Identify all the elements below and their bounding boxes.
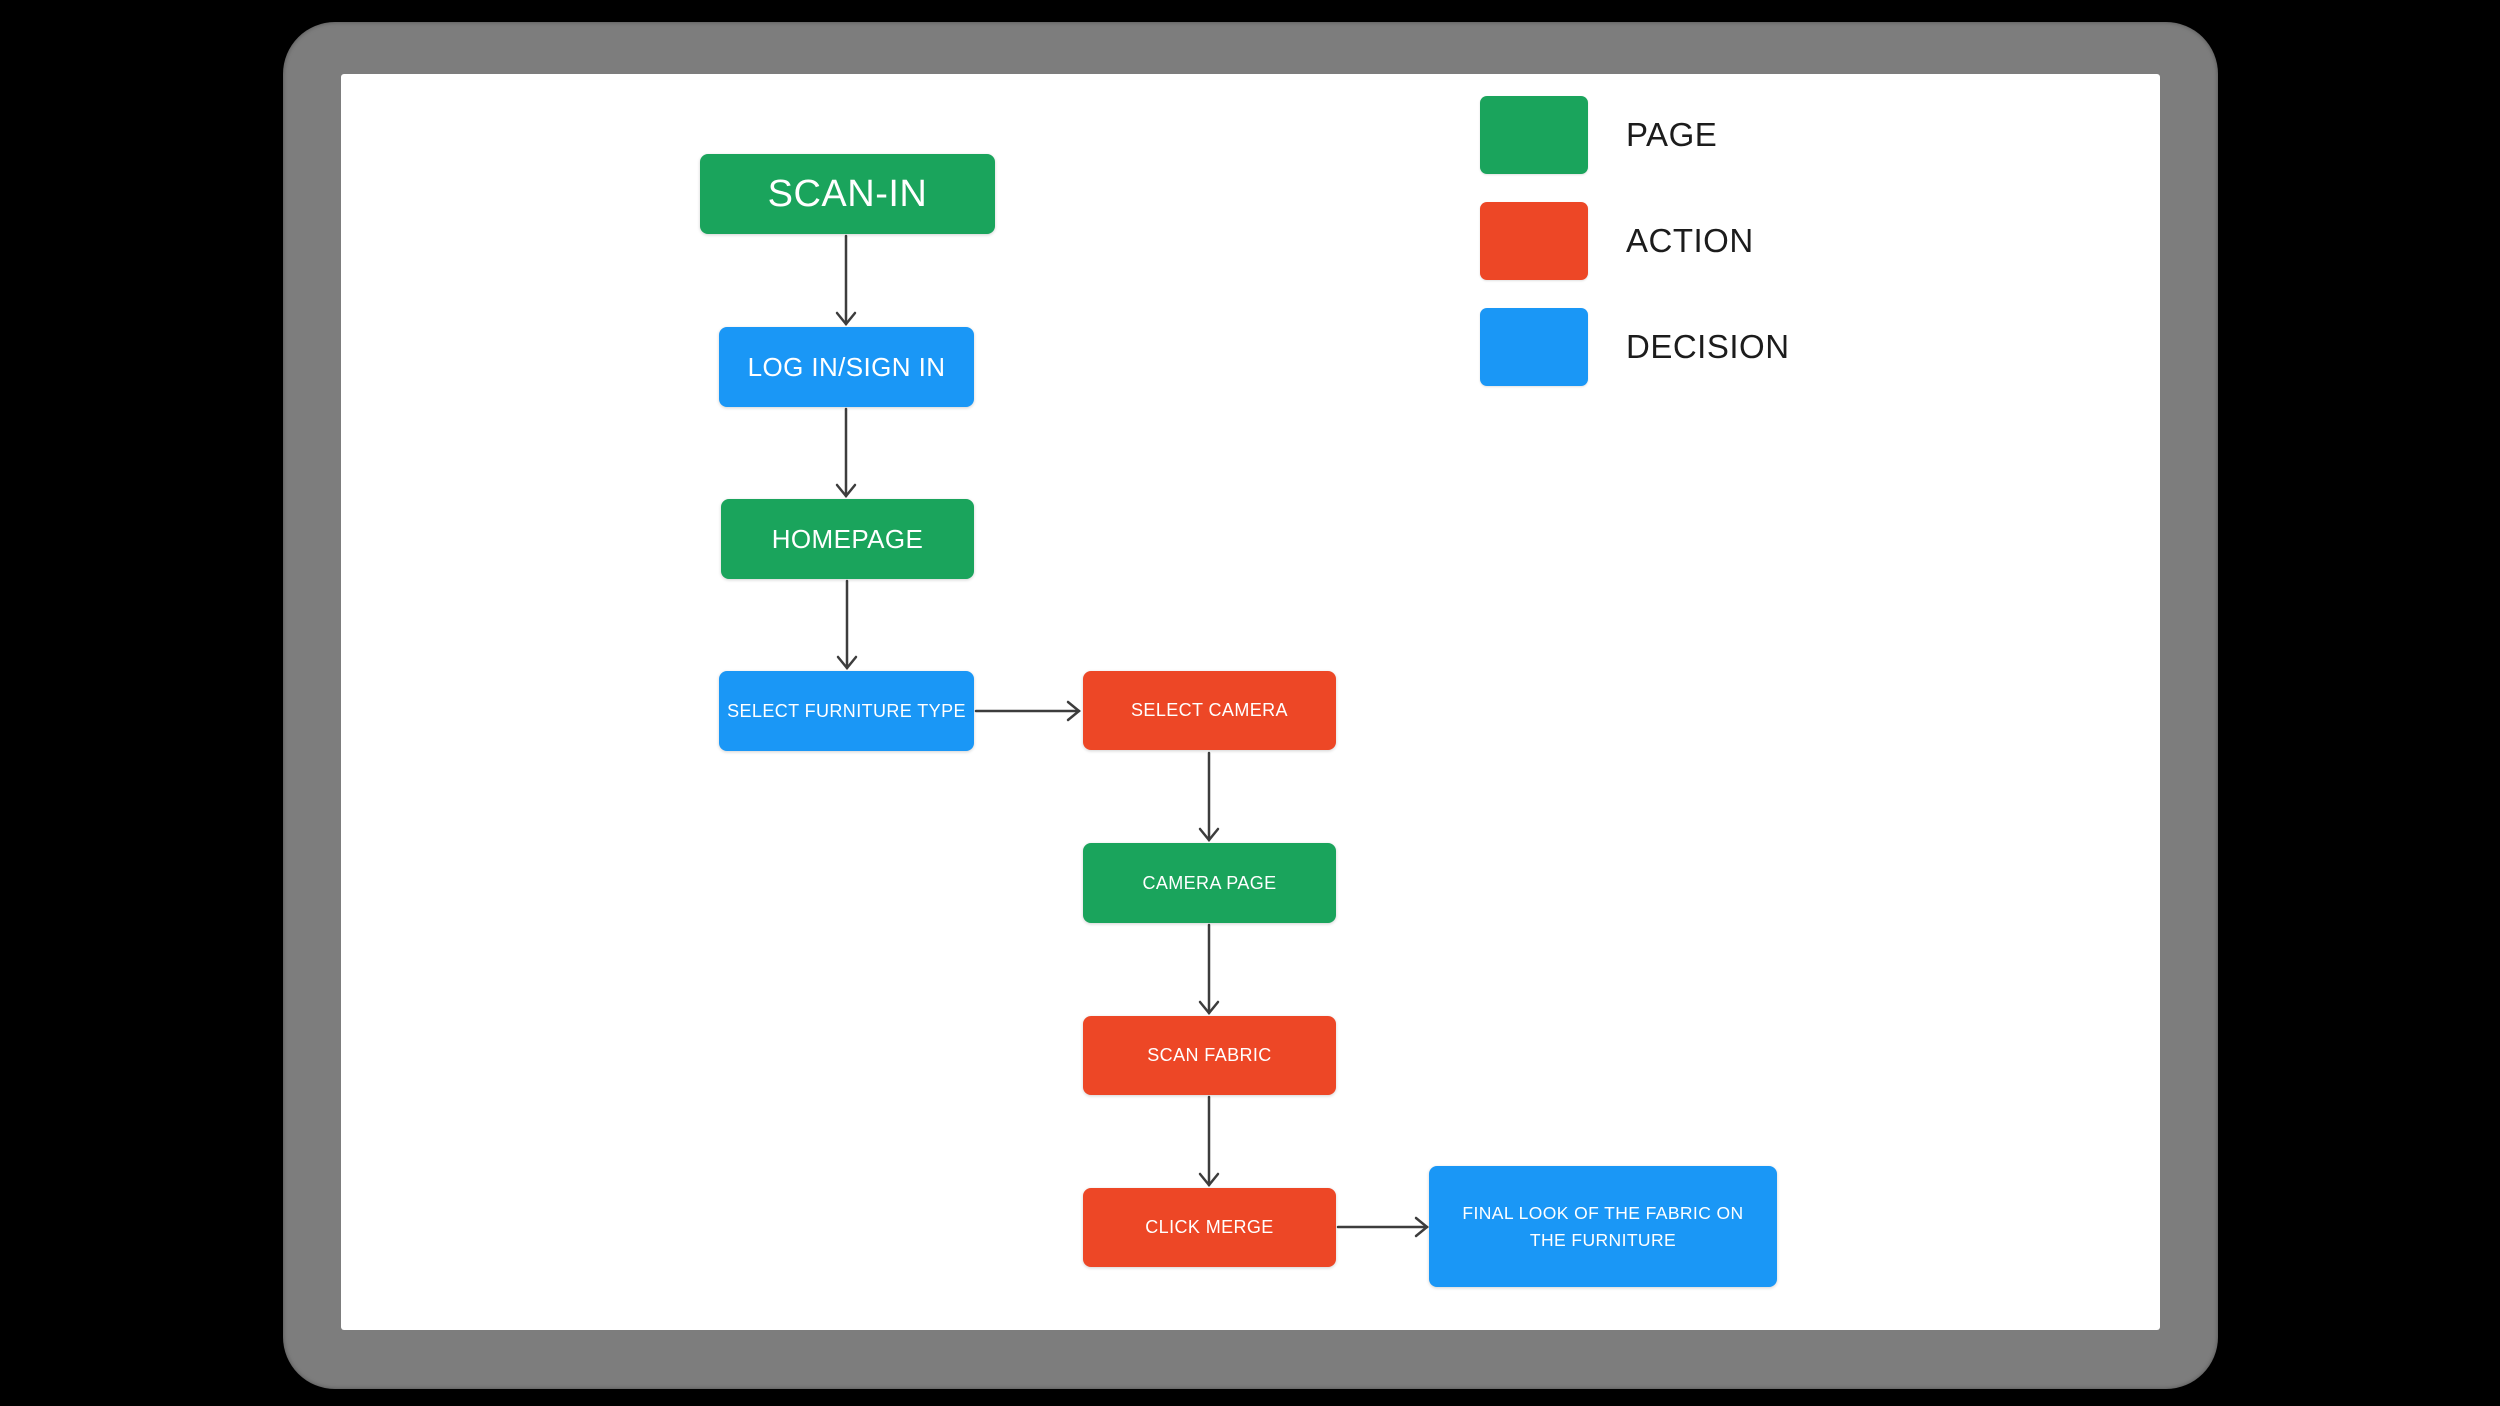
flow-node-click-merge[interactable]: CLICK MERGE	[1083, 1188, 1336, 1267]
flow-node-final-look[interactable]: FINAL LOOK OF THE FABRIC ON THE FURNITUR…	[1429, 1166, 1777, 1287]
flow-node-homepage[interactable]: HOMEPAGE	[721, 499, 974, 579]
legend-item-page: PAGE	[1480, 96, 1717, 174]
legend-label-decision: DECISION	[1626, 328, 1790, 365]
flow-node-scan-fabric[interactable]: SCAN FABRIC	[1083, 1016, 1336, 1095]
flow-node-select-camera[interactable]: SELECT CAMERA	[1083, 671, 1336, 750]
legend-item-decision: DECISION	[1480, 308, 1790, 386]
flow-node-log-in-sign-in[interactable]: LOG IN/SIGN IN	[719, 327, 974, 407]
flow-node-camera-page[interactable]: CAMERA PAGE	[1083, 843, 1336, 923]
legend-label-page: PAGE	[1626, 116, 1718, 153]
legend-swatch-decision	[1480, 308, 1588, 386]
legend-item-action: ACTION	[1480, 202, 1754, 280]
legend-swatch-page	[1480, 96, 1588, 174]
legend-label-action: ACTION	[1626, 222, 1754, 259]
legend-swatch-action	[1480, 202, 1588, 280]
flow-node-select-furniture-type[interactable]: SELECT FURNITURE TYPE	[719, 671, 974, 751]
flow-node-scan-in[interactable]: SCAN-IN	[700, 154, 995, 234]
